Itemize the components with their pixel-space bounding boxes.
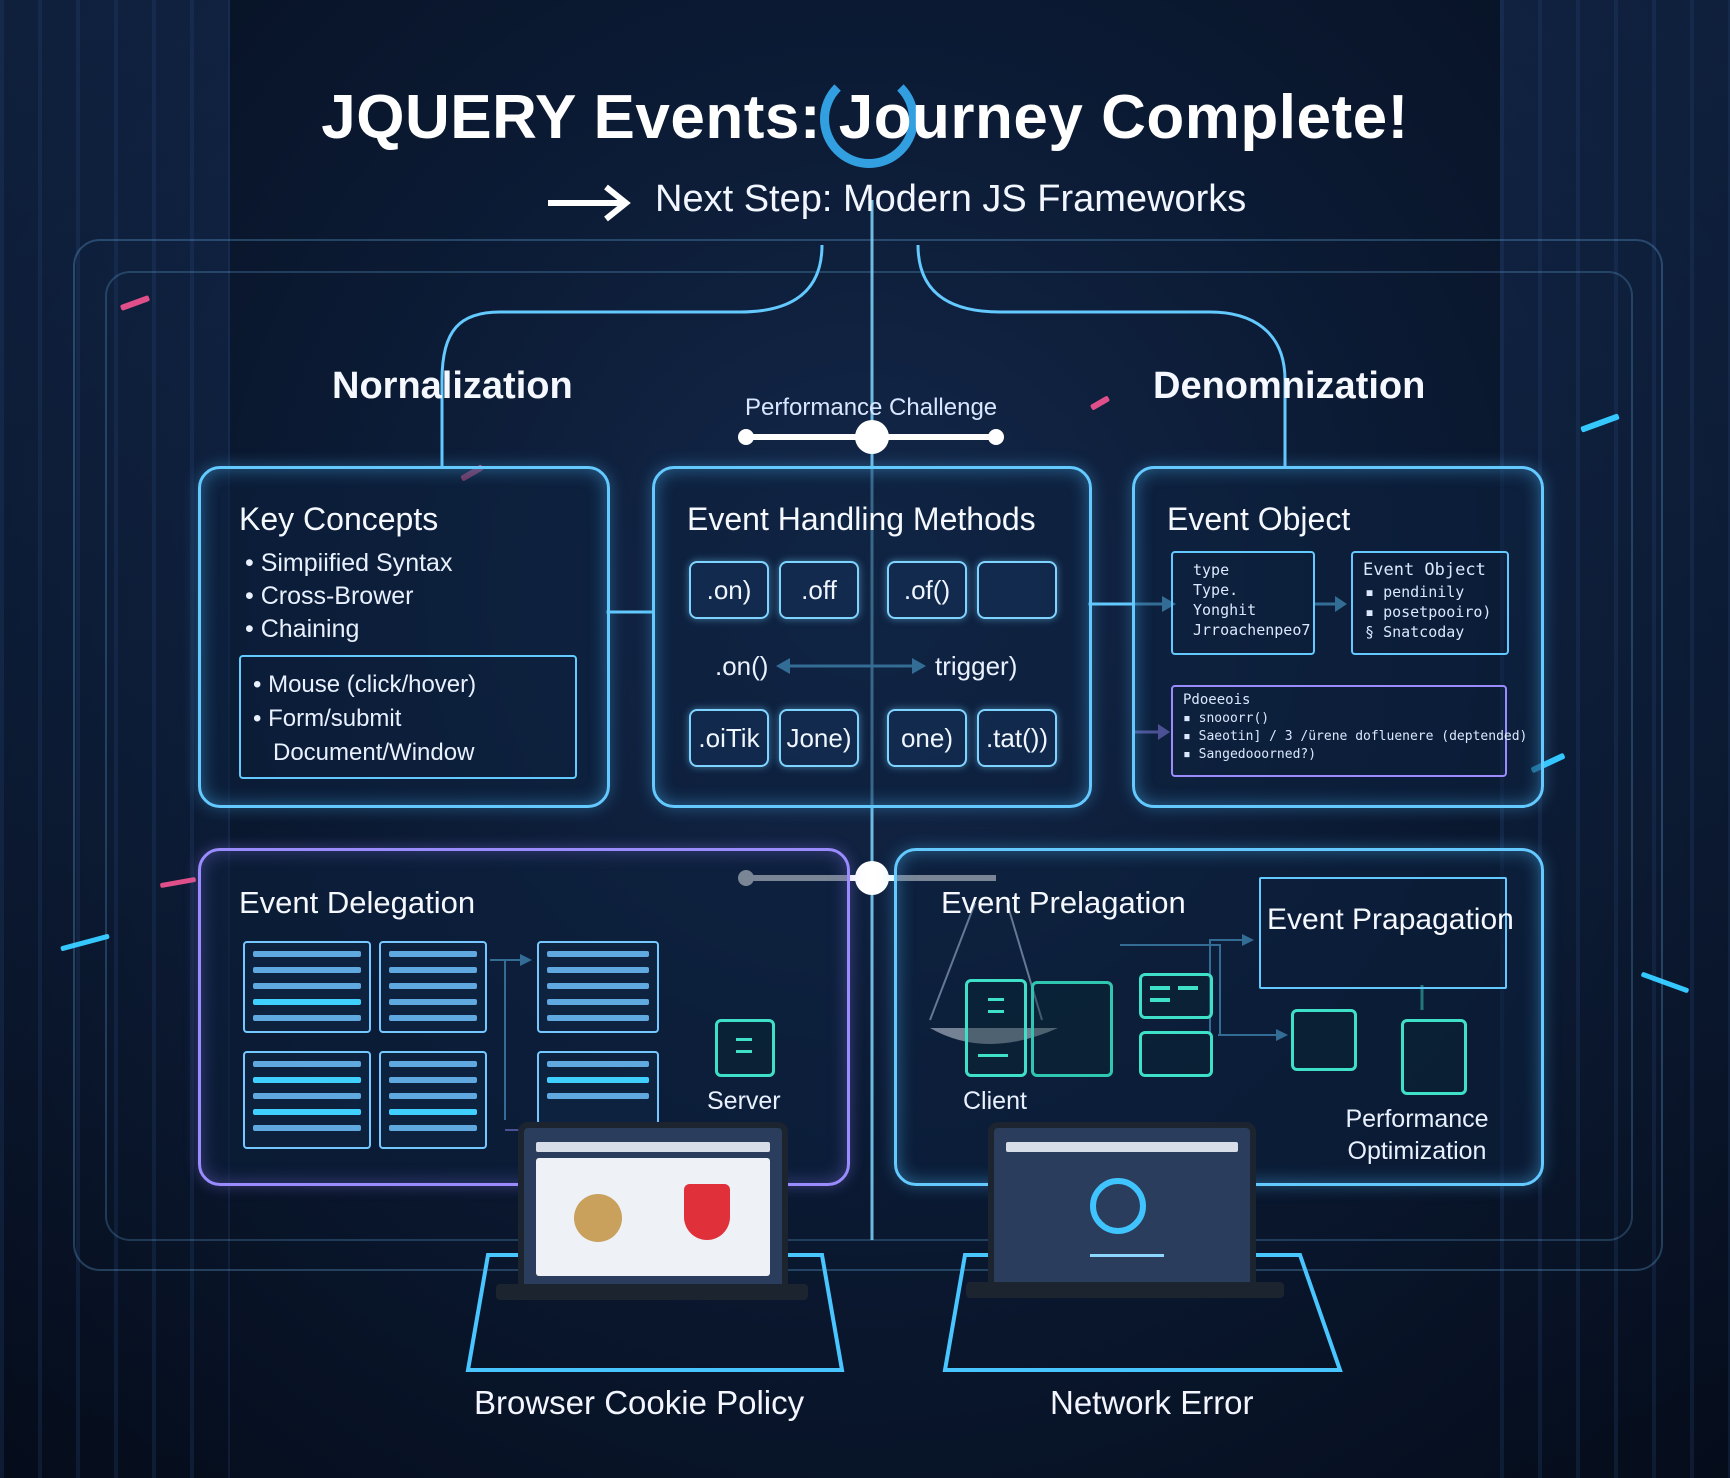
browser-cookie-policy-label: Browser Cookie Policy — [474, 1384, 804, 1422]
server-icon — [715, 1019, 775, 1077]
subtitle: Next Step: Modern JS Frameworks — [655, 178, 1246, 221]
laptop-screen-network — [988, 1122, 1256, 1292]
event-object-box-title: Event Object — [1363, 561, 1486, 580]
method-chip[interactable]: .oiTik — [689, 709, 769, 767]
list-item: • Form/submit — [253, 705, 401, 733]
event-methods-box: Pdoeeois ▪ snooorr() ▪ Saeotin] / 3 /üre… — [1171, 685, 1507, 777]
prop-item: § Snatcoday — [1365, 623, 1464, 642]
dom-list-box — [537, 941, 659, 1033]
list-item: • Chaining — [245, 615, 359, 644]
dom-list-box — [243, 941, 371, 1033]
progress-line — [1090, 1254, 1164, 1257]
list-item: Document/Window — [273, 739, 474, 767]
client-label: Client — [963, 1087, 1027, 1116]
dom-list-box — [243, 1051, 371, 1149]
node-box — [1139, 973, 1213, 1019]
method-chip[interactable]: one) — [887, 709, 967, 767]
method-chip[interactable]: .of() — [887, 561, 967, 619]
event-handling-heading: Event Handling Methods — [687, 501, 1036, 538]
document-icon — [1401, 1019, 1467, 1095]
laptop-screen-cookie — [518, 1122, 788, 1294]
dom-list-box — [379, 941, 487, 1033]
key-concepts-heading: Key Concepts — [239, 501, 438, 538]
prop-item: Jrroachenpeo7 — [1193, 621, 1310, 640]
event-object-heading: Event Object — [1167, 501, 1350, 538]
prop-item: ▪ snooorr() — [1183, 709, 1269, 728]
node-box — [1139, 1031, 1213, 1077]
center-challenge-label: Performance Challenge — [745, 394, 997, 422]
server-label: Server — [707, 1087, 781, 1116]
event-propagation-heading: Event Prapagation — [1267, 903, 1514, 937]
method-chip[interactable]: Jone) — [779, 709, 859, 767]
lightning-icon — [1090, 1178, 1146, 1234]
method-chip[interactable] — [977, 561, 1057, 619]
left-section-heading: Nornalization — [332, 365, 573, 408]
prop-item: ▪ pendinily — [1365, 583, 1464, 602]
performance-optimization-label: Performance Optimization — [1307, 1103, 1527, 1167]
event-object-panel: Event Object type Type. Yonghit Jrroache… — [1132, 466, 1544, 808]
method-label-right: trigger) — [935, 651, 1017, 682]
method-chip[interactable]: .tat()) — [977, 709, 1057, 767]
right-section-heading: Denomnization — [1153, 365, 1425, 408]
prop-item: ▪ posetpooiro) — [1365, 603, 1491, 622]
method-label-left: .on() — [715, 651, 768, 682]
prop-item: Type. — [1193, 581, 1238, 600]
node-box — [1291, 1009, 1357, 1071]
dom-list-box — [379, 1051, 487, 1149]
prop-item: type — [1193, 561, 1229, 580]
method-chip[interactable]: .off — [779, 561, 859, 619]
list-item: • Simpiified Syntax — [245, 549, 452, 578]
dom-list-box — [537, 1051, 659, 1125]
prop-item: ▪ Sangedooorned?) — [1183, 745, 1316, 764]
event-prelagation-heading: Event Prelagation — [941, 885, 1186, 921]
event-delegation-heading: Event Delegation — [239, 885, 475, 921]
laptop-base — [496, 1284, 808, 1300]
laptop-base — [966, 1282, 1284, 1298]
prop-item: ▪ Saeotin] / 3 /ürene dofluenere (depten… — [1183, 727, 1527, 746]
prop-item: Yonghit — [1193, 601, 1256, 620]
event-methods-title: Pdoeeois — [1183, 691, 1250, 710]
client-device-icon — [965, 979, 1027, 1077]
page-title: JQUERY Events: Journey Complete! — [0, 82, 1730, 153]
event-props-box: type Type. Yonghit Jrroachenpeo7 — [1171, 551, 1315, 655]
shield-icon — [684, 1184, 730, 1240]
list-item: • Mouse (click/hover) — [253, 671, 476, 699]
key-concepts-panel: Key Concepts • Simpiified Syntax • Cross… — [198, 466, 610, 808]
cookie-icon — [574, 1194, 622, 1242]
list-item: • Cross-Brower — [245, 582, 414, 611]
node-box — [1031, 981, 1113, 1077]
arrow-right-icon — [548, 183, 632, 223]
network-error-label: Network Error — [1050, 1384, 1254, 1422]
event-handling-panel: Event Handling Methods .on) .off .of() .… — [652, 466, 1092, 808]
event-object-box: Event Object ▪ pendinily ▪ posetpooiro) … — [1351, 551, 1509, 655]
event-types-box: • Mouse (click/hover) • Form/submit Docu… — [239, 655, 577, 779]
method-chip[interactable]: .on) — [689, 561, 769, 619]
